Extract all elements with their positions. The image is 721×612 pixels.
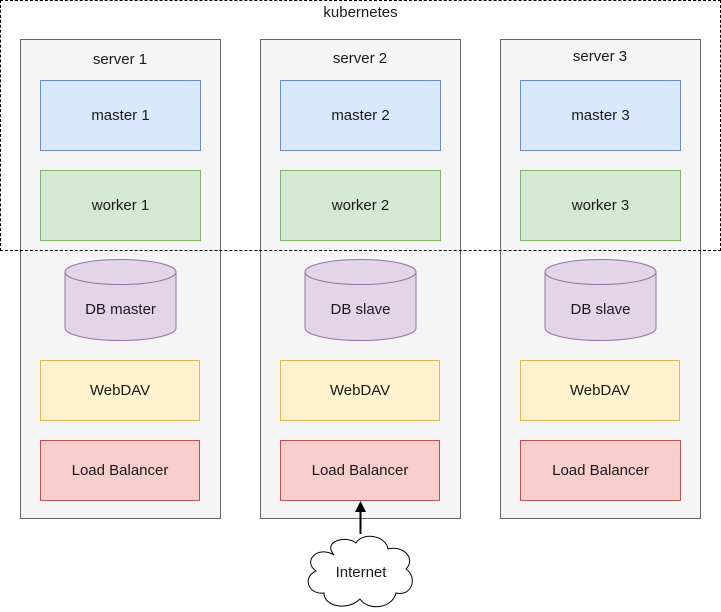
master-2-node: master 2 — [280, 80, 441, 151]
db-slave-3-cylinder: DB slave — [544, 259, 657, 342]
internet-to-lb-arrow — [355, 501, 366, 534]
webdav-1-node: WebDAV — [40, 360, 200, 421]
webdav-3-node: WebDAV — [520, 360, 680, 421]
database-icon — [544, 259, 657, 341]
server-2-label: server 2 — [332, 50, 388, 67]
db-master-cylinder: DB master — [64, 259, 177, 342]
db-slave-2-cylinder: DB slave — [304, 259, 417, 342]
cloud-icon — [307, 535, 413, 608]
webdav-2-node: WebDAV — [280, 360, 440, 421]
load-balancer-1-node: Load Balancer — [40, 440, 200, 501]
database-icon — [304, 259, 417, 341]
internet-label: Internet — [335, 564, 387, 581]
kubernetes-label: kubernetes — [323, 4, 398, 21]
db-master-label: DB master — [85, 301, 156, 318]
database-icon — [64, 259, 177, 341]
server-1-label: server 1 — [92, 51, 148, 68]
worker-1-node: worker 1 — [40, 170, 201, 241]
db-slave-2-label: DB slave — [330, 301, 391, 318]
worker-3-node: worker 3 — [520, 170, 681, 241]
load-balancer-2-node: Load Balancer — [280, 440, 440, 501]
server-3-label: server 3 — [572, 48, 628, 65]
master-1-node: master 1 — [40, 80, 201, 151]
kubernetes-boundary — [0, 0, 721, 251]
load-balancer-3-node: Load Balancer — [520, 440, 681, 501]
worker-2-node: worker 2 — [280, 170, 441, 241]
master-3-node: master 3 — [520, 80, 681, 151]
db-slave-3-label: DB slave — [570, 301, 631, 318]
internet-cloud: Internet — [304, 533, 418, 611]
